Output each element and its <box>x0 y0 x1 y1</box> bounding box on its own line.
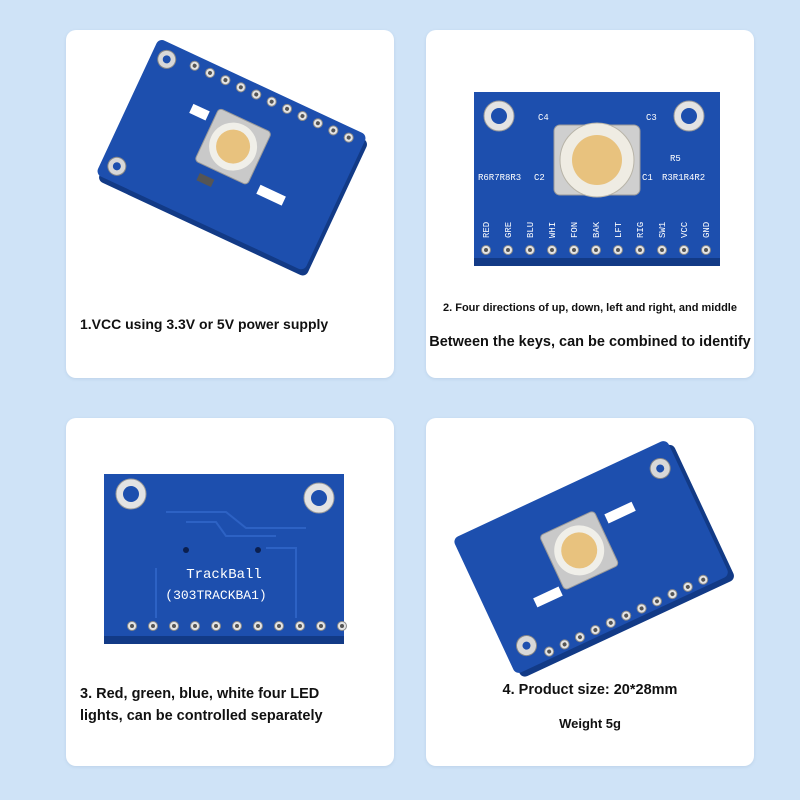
trackball-board-angled-image <box>97 40 367 276</box>
panel-led-lights: TrackBall (303TRACKBA1) 3. Red, green, b… <box>66 418 394 766</box>
label-resistors-left: R6R7R8R3 <box>478 173 521 183</box>
trackball-ball <box>572 135 622 185</box>
pin-label-fon: FON <box>570 222 580 238</box>
label-c1: C1 <box>642 173 653 183</box>
pin-label-vcc: VCC <box>680 221 690 238</box>
label-c3: C3 <box>646 113 657 123</box>
caption-product-size: 4. Product size: 20*28mm <box>502 682 678 698</box>
panel-vcc-supply: 1.VCC using 3.3V or 5V power supply <box>66 30 394 378</box>
pin-label-red: RED <box>482 222 492 238</box>
panel-product-size: 4. Product size: 20*28mm Weight 5g <box>426 418 754 766</box>
pin-label-lft: LFT <box>614 221 624 238</box>
pin-label-gre: GRE <box>504 222 514 238</box>
trackball-board-back-image: TrackBall (303TRACKBA1) <box>104 474 347 644</box>
trackball-ball <box>561 532 598 569</box>
pin-label-rig: RIG <box>636 222 646 238</box>
label-resistors-right: R3R1R4R2 <box>662 173 705 183</box>
trackball-board-front-image: C4 C3 C2 C1 R5 R6R7R8R3 R3R1R4R2 RED GRE B… <box>474 92 720 266</box>
pin-label-sw1: SW1 <box>658 222 668 238</box>
pin-label-blu: BLU <box>526 222 536 238</box>
caption-vcc: 1.VCC using 3.3V or 5V power supply <box>80 316 329 332</box>
trackball-ball <box>216 129 251 164</box>
caption-led-line2: lights, can be controlled separately <box>80 708 323 724</box>
caption-weight: Weight 5g <box>559 716 621 731</box>
label-r5: R5 <box>670 154 681 164</box>
board-title: TrackBall <box>186 567 262 583</box>
trackball-board-side-image <box>454 441 734 677</box>
pin-label-gnd: GND <box>702 222 712 238</box>
caption-directions-line1: 2. Four directions of up, down, left and… <box>443 302 737 314</box>
pin-label-bak: BAK <box>592 221 602 238</box>
board-subtitle: (303TRACKBA1) <box>165 588 266 603</box>
caption-directions-line2: Between the keys, can be combined to ide… <box>429 334 751 350</box>
label-c2: C2 <box>534 173 545 183</box>
caption-led-line1: 3. Red, green, blue, white four LED <box>80 686 320 702</box>
panel-directions: C4 C3 C2 C1 R5 R6R7R8R3 R3R1R4R2 RED GRE B… <box>426 30 754 378</box>
label-c4: C4 <box>538 113 549 123</box>
pin-label-whi: WHI <box>548 222 558 238</box>
